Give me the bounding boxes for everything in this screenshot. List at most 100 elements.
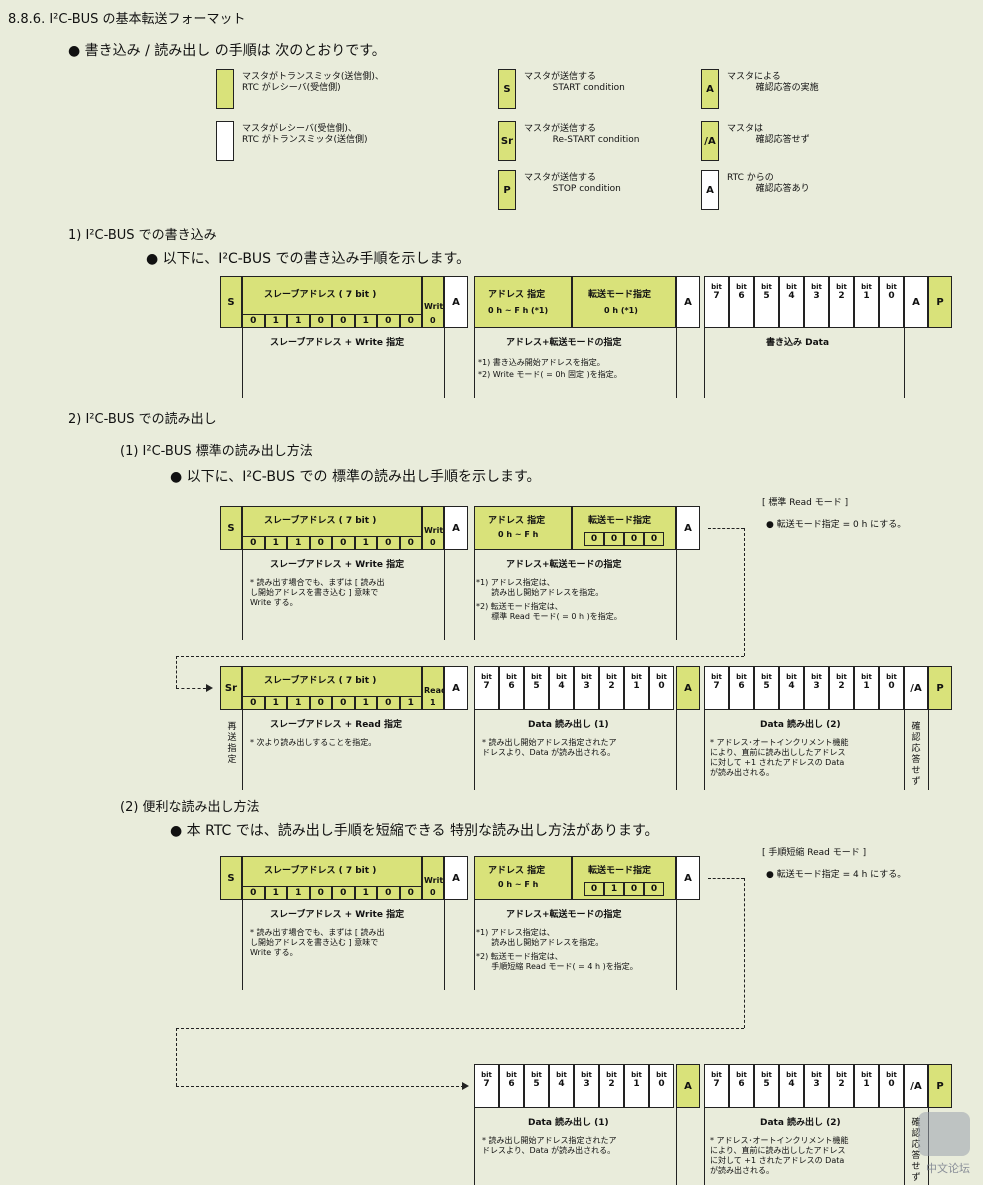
legend-master-tx-swatch	[216, 69, 234, 109]
transfer-mode-bit: 0	[604, 532, 624, 546]
bit-number: 7	[713, 1079, 720, 1089]
bit-label: bit	[886, 1071, 897, 1079]
bit-label: bit	[761, 673, 772, 681]
bit-label: bit	[711, 1071, 722, 1079]
bit-number: 2	[608, 681, 615, 691]
slave-address-bit: 0	[332, 314, 355, 328]
transfer-mode-bit: 1	[604, 882, 624, 896]
slave-address-bit: 0	[377, 536, 400, 550]
bit-number: 6	[508, 681, 515, 691]
write-bit-value: 0	[430, 888, 436, 897]
slave-address-bit: 0	[242, 536, 265, 550]
read-note-2: *2) 転送モード指定は、 手順短縮 Read モード( = 4 h )を指定。	[476, 952, 638, 971]
legend-master-rx-text: マスタがレシーバ(受信側)、 RTC がトランスミッタ(送信側)	[242, 124, 368, 145]
bit-number: 1	[633, 681, 640, 691]
data1-label: Data 読み出し (1)	[528, 720, 609, 730]
data2-note: * アドレス･オートインクリメント機能 により、直前に読み出ししたアドレス に対…	[710, 1136, 849, 1175]
noack-label: 確認応答せず	[911, 1118, 921, 1183]
bit-label: bit	[736, 1071, 747, 1079]
legend-na-text: マスタは 確認応答せず	[727, 124, 810, 145]
read-note: * 読み出す場合でも、まずは [ 読み出 し開始アドレスを書き込む ] 意味で …	[250, 578, 385, 607]
std-mode-label: [ 標準 Read モード ]	[762, 498, 849, 508]
connector-line	[744, 878, 745, 1028]
transfer-mode-value: 0 h (*1)	[604, 306, 638, 315]
bit-number: 3	[813, 681, 820, 691]
bit-label: bit	[886, 283, 897, 291]
bit-number: 6	[508, 1079, 515, 1089]
bit-label: bit	[786, 283, 797, 291]
frame-divider	[242, 710, 243, 790]
ack-cell: A	[444, 666, 468, 710]
slave-address-bit: 1	[264, 696, 287, 710]
bit-number: 0	[888, 291, 895, 301]
transfer-mode-bit: 0	[584, 882, 604, 896]
address-range: 0 h ~ F h (*1)	[488, 306, 549, 315]
address-field	[474, 856, 572, 900]
write-bit-field	[422, 856, 444, 900]
slave-write-desc: スレーブアドレス + Write 指定	[270, 910, 405, 920]
ack-cell: A	[676, 856, 700, 900]
legend-s-symbol: S	[498, 69, 516, 109]
slave-address-label: スレーブアドレス ( 7 bit )	[264, 676, 377, 686]
bit-label: bit	[861, 1071, 872, 1079]
frame-start: S	[220, 276, 242, 328]
bit-number: 3	[813, 1079, 820, 1089]
legend-master-tx-text: マスタがトランスミッタ(送信側)、 RTC がレシーバ(受信側)	[242, 72, 384, 93]
ack-cell: A	[676, 666, 700, 710]
bit-label: bit	[581, 673, 592, 681]
bit-number: 4	[558, 1079, 565, 1089]
bit-label: bit	[506, 1071, 517, 1079]
legend-a-symbol: A	[701, 69, 719, 109]
bit-number: 2	[838, 1079, 845, 1089]
legend-master-rx-swatch	[216, 121, 234, 161]
ack-cell: A	[676, 276, 700, 328]
sec1-bullet-text: 以下に、I²C-BUS での書き込み手順を示します。	[162, 251, 471, 267]
bit-label: bit	[556, 1071, 567, 1079]
arrow-head-icon	[206, 684, 213, 692]
slave-address-bit: 0	[377, 314, 400, 328]
connector-line	[176, 688, 206, 689]
sec22-bullet-text: 本 RTC では、読み出し手順を短縮できる 特別な読み出し方法があります。	[186, 823, 659, 839]
frame-divider	[704, 328, 705, 398]
bit-label: bit	[481, 673, 492, 681]
connector-line	[176, 1028, 744, 1029]
data2-note: * アドレス･オートインクリメント機能 により、直前に読み出ししたアドレス に対…	[710, 738, 849, 777]
resend-label: 再送指定	[227, 722, 237, 765]
transfer-mode-bit: 0	[584, 532, 604, 546]
frame-divider	[676, 900, 677, 990]
slave-address-bit: 0	[309, 696, 332, 710]
short-mode-note: ● 転送モード指定 = 4 h にする。	[766, 870, 907, 880]
slave-address-bit: 0	[332, 536, 355, 550]
bit-number: 4	[788, 291, 795, 301]
legend-ra-symbol: A	[701, 170, 719, 210]
read-note-1: *1) アドレス指定は、 読み出し開始アドレスを指定。	[476, 578, 604, 597]
addr-mode-desc: アドレス+転送モードの指定	[506, 560, 622, 570]
bit-number: 5	[533, 1079, 540, 1089]
arrow-head-icon	[462, 1082, 469, 1090]
short-mode-note-text: 転送モード指定 = 4 h にする。	[776, 870, 907, 880]
bit-number: 3	[583, 1079, 590, 1089]
std-mode-note: ● 転送モード指定 = 0 h にする。	[766, 520, 907, 530]
read-note: * 読み出す場合でも、まずは [ 読み出 し開始アドレスを書き込む ] 意味で …	[250, 928, 385, 957]
write-bit-value: 0	[430, 538, 436, 547]
frame-divider	[474, 900, 475, 990]
bit-label: bit	[736, 673, 747, 681]
bit-number: 2	[608, 1079, 615, 1089]
frame-divider	[904, 710, 905, 790]
